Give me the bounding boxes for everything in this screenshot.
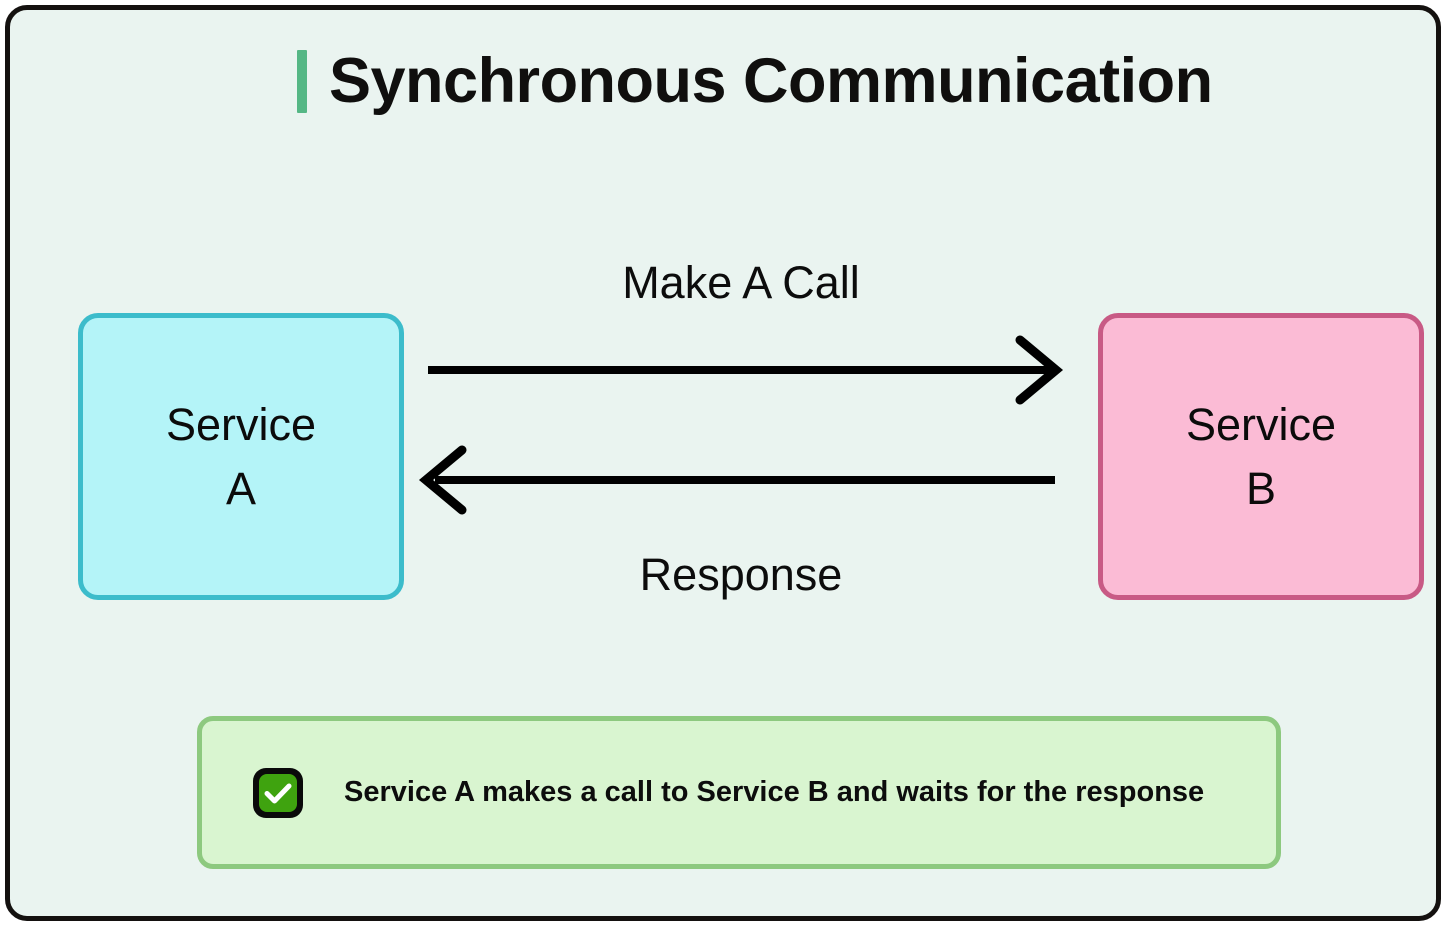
node-service-b-line1: Service	[1185, 398, 1337, 450]
arrow-request	[428, 335, 1064, 405]
check-square-icon	[253, 767, 303, 818]
title-accent-bar	[297, 49, 307, 113]
node-service-a-line2: A	[225, 462, 256, 514]
node-service-a: Service A	[78, 313, 404, 600]
callout-text: Service A makes a call to Service B and …	[344, 776, 1205, 809]
diagram-frame: Synchronous Communication Service A Serv…	[5, 5, 1441, 921]
node-service-b-line2: B	[1245, 462, 1276, 514]
node-service-a-line1: Service	[165, 398, 317, 450]
node-service-b: Service B	[1098, 313, 1424, 600]
arrow-label-response: Response	[639, 549, 843, 600]
diagram-title: Synchronous Communication	[297, 40, 1213, 122]
callout-box: Service A makes a call to Service B and …	[197, 716, 1281, 869]
arrow-response	[418, 445, 1055, 515]
page-title: Synchronous Communication	[329, 45, 1213, 116]
arrow-label-request: Make A Call	[622, 257, 860, 308]
